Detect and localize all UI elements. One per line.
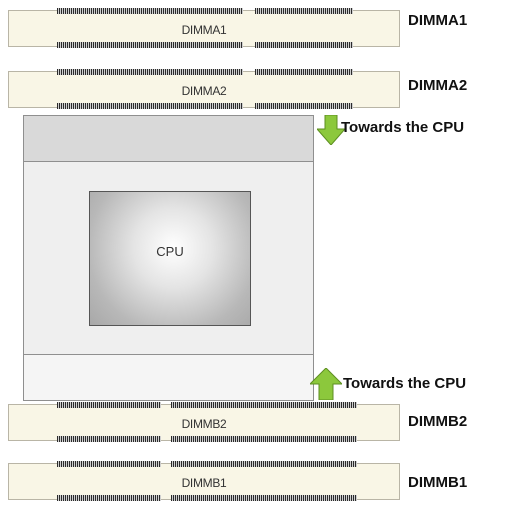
slot-pins-bottom [255,42,353,48]
slot-label-dimma1: DIMMA1 [408,12,468,29]
slot-label-dimmb2: DIMMB2 [408,413,468,430]
arrow-up-icon [310,368,342,400]
cpu-heatsink: CPU [23,115,314,401]
slot-text: DIMMB2 [181,417,227,431]
slot-pins-bottom [57,42,243,48]
dimm-slot-a1: DIMMA1 [8,8,400,48]
slot-pins-bottom [57,495,161,501]
dimm-slot-a2: DIMMA2 [8,69,400,109]
arrow-down-icon [317,115,345,145]
slot-pins-bottom [57,103,243,109]
slot-pins-top [171,402,357,408]
towards-cpu-text-bottom: Towards the CPU [343,375,467,392]
towards-cpu-text-top: Towards the CPU [341,119,465,136]
slot-pins-top [255,69,353,75]
heatsink-bottom-band [24,354,313,400]
slot-pins-top [57,8,243,14]
cpu-socket: CPU [89,191,251,326]
slot-text: DIMMA1 [181,23,227,37]
slot-label-dimmb1: DIMMB1 [408,474,468,491]
heatsink-top-band [24,116,313,162]
slot-text: DIMMB1 [181,476,227,490]
slot-pins-top [57,69,243,75]
slot-pins-top [255,8,353,14]
slot-pins-bottom [171,495,357,501]
slot-pins-top [57,461,161,467]
slot-label-dimma2: DIMMA2 [408,77,468,94]
dimm-slot-b2: DIMMB2 [8,402,400,442]
slot-pins-top [171,461,357,467]
slot-pins-top [57,402,161,408]
slot-pins-bottom [171,436,357,442]
dimm-slot-b1: DIMMB1 [8,461,400,501]
slot-pins-bottom [255,103,353,109]
slot-text: DIMMA2 [181,84,227,98]
slot-pins-bottom [57,436,161,442]
cpu-label: CPU [156,244,184,259]
